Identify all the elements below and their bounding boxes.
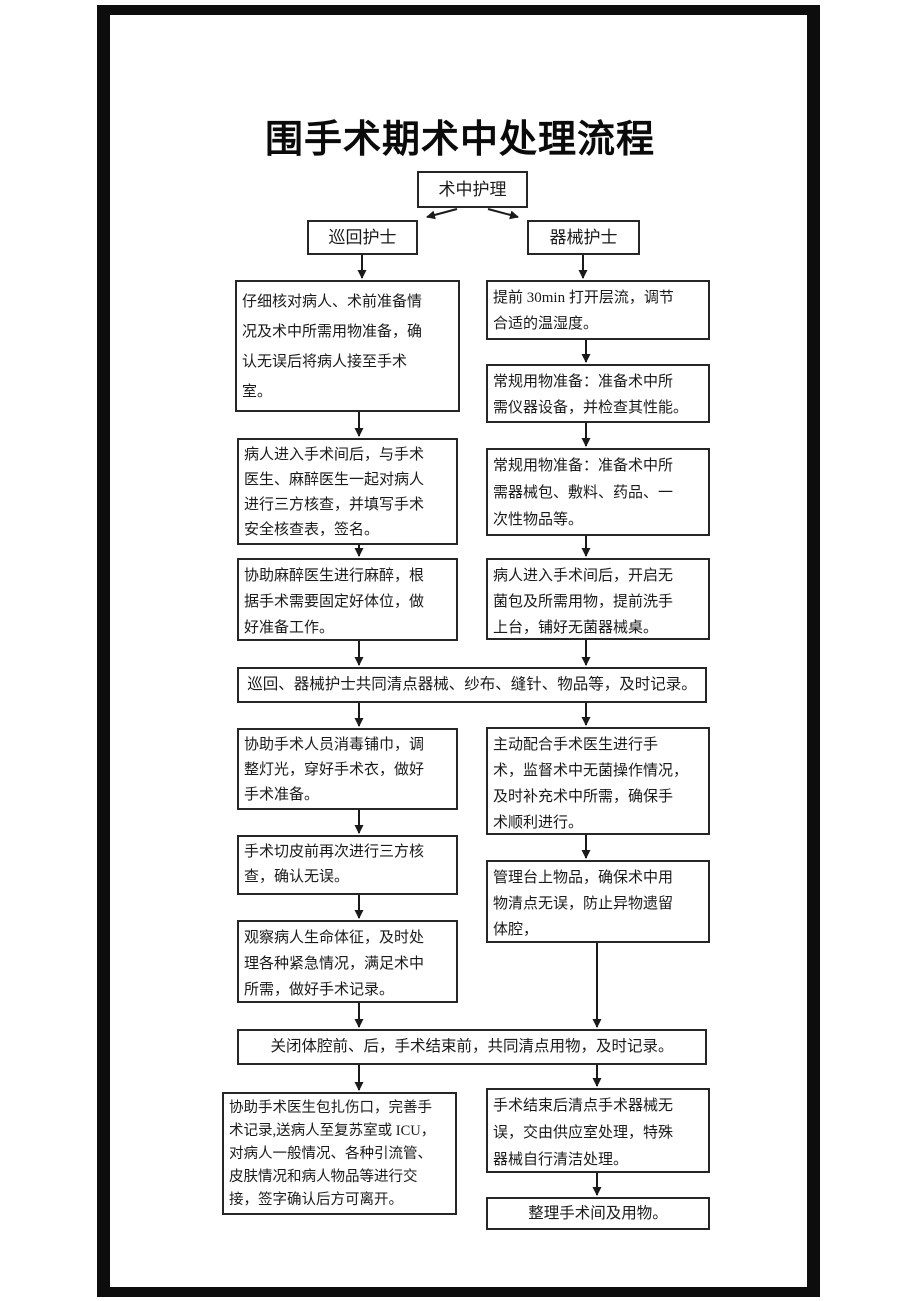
page-frame-left (97, 5, 110, 1297)
flow-step-handover-patient: 协助手术医生包扎伤口，完善手 术记录,送病人至复苏室或 ICU， 对病人一般情况… (222, 1092, 457, 1215)
flow-step-tidy-room: 整理手术间及用物。 (486, 1197, 710, 1230)
flow-step-joint-count-1: 巡回、器械护士共同清点器械、纱布、缝针、物品等，及时记录。 (237, 667, 707, 703)
flow-step-disinfect-drape: 协助手术人员消毒铺巾，调 整灯光，穿好手术衣，做好 手术准备。 (237, 728, 458, 810)
flow-step-sterile-table: 病人进入手术间后，开启无 菌包及所需用物，提前洗手 上台，铺好无菌器械桌。 (486, 558, 710, 640)
flow-step-three-way-check: 病人进入手术间后，与手术 医生、麻醉医生一起对病人 进行三方核查，并填写手术 安… (237, 438, 458, 545)
flow-step-prepare-supplies: 常规用物准备：准备术中所 需器械包、敷料、药品、一 次性物品等。 (486, 448, 710, 536)
flow-step-manage-items: 管理台上物品，确保术中用 物清点无误，防止异物遗留 体腔， (486, 860, 710, 943)
page-frame-bottom (97, 1287, 820, 1297)
page-frame-right (807, 5, 820, 1297)
flow-node-instrument-nurse: 器械护士 (527, 220, 640, 255)
flow-step-count-instruments: 手术结束后清点手术器械无 误，交由供应室处理，特殊 器械自行清洁处理。 (486, 1088, 710, 1173)
flow-step-monitor-vitals: 观察病人生命体征，及时处 理各种紧急情况，满足术中 所需，做好手术记录。 (237, 920, 458, 1003)
flow-step-recheck-before-incision: 手术切皮前再次进行三方核 查，确认无误。 (237, 835, 458, 895)
flow-node-circulating-nurse: 巡回护士 (307, 220, 418, 255)
flow-step-cooperate-surgeon: 主动配合手术医生进行手 术，监督术中无菌操作情况， 及时补充术中所需，确保手 术… (486, 727, 710, 835)
flow-step-assist-anesthesia: 协助麻醉医生进行麻醉，根 据手术需要固定好体位，做 好准备工作。 (237, 558, 458, 641)
flow-step-verify-patient: 仔细核对病人、术前准备情 况及术中所需用物准备，确 认无误后将病人接至手术 室。 (235, 280, 460, 412)
flow-step-laminar-flow: 提前 30min 打开层流，调节 合适的温湿度。 (486, 280, 710, 340)
page-frame-top (97, 5, 820, 15)
flow-step-prepare-equipment: 常规用物准备：准备术中所 需仪器设备，并检查其性能。 (486, 364, 710, 423)
page-title: 围手术期术中处理流程 (264, 119, 655, 161)
flow-node-root: 术中护理 (417, 171, 528, 208)
flow-step-joint-count-2: 关闭体腔前、后，手术结束前，共同清点用物，及时记录。 (237, 1029, 707, 1065)
